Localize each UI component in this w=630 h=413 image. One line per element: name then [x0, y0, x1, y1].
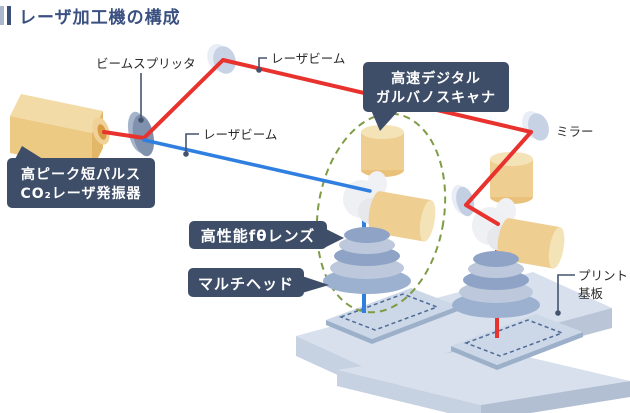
- callout-multihead: マルチヘッド: [188, 268, 329, 297]
- scan-area-ellipse: [315, 112, 447, 314]
- label-pcb-line2: 基板: [578, 286, 604, 301]
- callout-ftheta-lens: 高性能fθレンズ: [189, 221, 344, 249]
- connector-laser-beam-red: [258, 57, 267, 68]
- lower-rail: [337, 347, 630, 413]
- label-mirror: ミラー: [556, 124, 594, 139]
- label-pcb-line1: プリント: [578, 268, 628, 283]
- galvano-motor-horizontal: [368, 191, 436, 242]
- connector-pcb: [557, 274, 575, 311]
- pcb-right: [451, 314, 583, 370]
- laser-oscillator-box: [10, 94, 110, 170]
- page-title: レーザ加工機の構成: [19, 7, 181, 28]
- callout-ftheta-label: 高性能fθレンズ: [201, 227, 316, 245]
- pcb-left: [326, 288, 458, 344]
- callout-galvano-line1: 高速デジタル: [391, 70, 481, 87]
- galvano-motor-vertical: [361, 125, 404, 139]
- connector-dots: [138, 67, 561, 316]
- scan-lens-right: [452, 251, 540, 318]
- callout-galvano: 高速デジタル ガルバノスキャナ: [363, 62, 509, 131]
- label-beam-splitter: ビームスプリッタ: [96, 56, 196, 71]
- title-bar: レーザ加工機の構成: [0, 4, 181, 28]
- fold-mirror-small: [451, 184, 475, 217]
- galvano-head-right: [451, 152, 565, 318]
- scan-lens-left: [323, 227, 411, 294]
- beam-splitter: [127, 111, 155, 157]
- galvano-motor-vertical: [490, 152, 533, 166]
- label-laser-beam-red: レーザビーム: [271, 51, 345, 66]
- callout-galvano-line2: ガルバノスキャナ: [376, 90, 496, 106]
- callout-connectors: [140, 57, 575, 311]
- beam-blue-path: [142, 138, 372, 193]
- pcb-left-scan-field: [338, 293, 440, 331]
- title-accent-bar-dark: [7, 5, 11, 25]
- connector-laser-beam-blue: [185, 133, 199, 152]
- label-laser-beam-blue: レーザビーム: [203, 127, 277, 142]
- callout-oscillator: 高ピーク短パルス CO₂レーザ発振器: [7, 146, 155, 208]
- callout-oscillator-line1: 高ピーク短パルス: [21, 166, 141, 183]
- pcb-right-scan-field: [463, 319, 565, 357]
- title-accent-bar-light: [0, 5, 4, 25]
- callout-oscillator-line2: CO₂レーザ発振器: [20, 185, 141, 202]
- galvano-head-left: [323, 125, 436, 294]
- callout-multihead-label: マルチヘッド: [198, 275, 294, 293]
